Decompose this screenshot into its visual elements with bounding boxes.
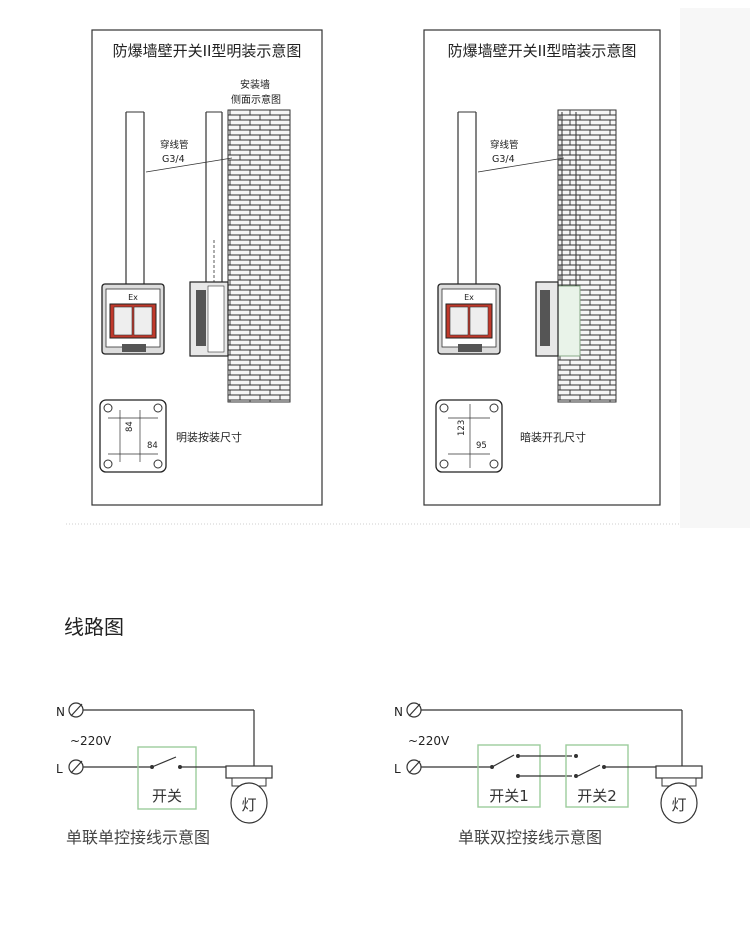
install-panel-concealed: 防爆墙壁开关II型暗装示意图 穿线管 G3/4 Ex — [423, 29, 661, 506]
switch-box — [137, 746, 197, 810]
install-surface-caption: 明装按装尺寸 — [176, 430, 242, 444]
lamp-label: 灯 — [241, 796, 256, 814]
ex-mark: Ex — [128, 293, 138, 302]
conduit-embedded — [561, 112, 577, 286]
switch2-label: 开关2 — [577, 787, 617, 805]
dim-a: 84 — [125, 421, 135, 432]
recess-cutout — [557, 285, 581, 357]
install-surface-title: 防爆墙壁开关II型明装示意图 — [113, 42, 302, 60]
switch-box-side — [189, 281, 229, 357]
lamp-label: 灯 — [671, 796, 686, 814]
wall-label-line1: 安装墙 — [240, 78, 270, 91]
wiring-double-control: N ~220V L 开关1 开关2 灯 单联 — [394, 702, 703, 847]
install-panel-surface: 防爆墙壁开关II型明装示意图 安装墙 侧面示意图 穿线管 G3/4 — [91, 29, 323, 506]
cutout-dimension-drawing — [435, 399, 503, 473]
pipe-label-line2: G3/4 — [492, 154, 515, 165]
switch-contact — [151, 756, 177, 768]
wiring-section-title: 线路图 — [64, 615, 124, 639]
voltage-label: ~220V — [408, 734, 450, 748]
brick-wall — [557, 109, 617, 403]
switch1-label: 开关1 — [489, 787, 529, 805]
wall-label-line2: 侧面示意图 — [231, 93, 281, 106]
dim-b: 95 — [476, 441, 487, 451]
brick-wall — [227, 109, 291, 403]
n-terminal-label: N — [56, 705, 65, 719]
switch2-box — [565, 744, 629, 808]
lamp-icon — [225, 765, 273, 824]
install-concealed-caption: 暗装开孔尺寸 — [520, 430, 586, 444]
conduit-right — [205, 111, 223, 282]
double-control-caption: 单联双控接线示意图 — [458, 828, 602, 847]
pipe-label-line1: 穿线管 — [490, 139, 519, 151]
n-terminal-label: N — [394, 705, 403, 719]
l-terminal-label: L — [56, 762, 63, 776]
pipe-label-line2: G3/4 — [162, 154, 185, 165]
switch-label: 开关 — [152, 787, 182, 805]
dim-b: 84 — [147, 441, 158, 451]
conduit-left — [457, 111, 477, 285]
l-terminal-label: L — [394, 762, 401, 776]
single-control-caption: 单联单控接线示意图 — [66, 828, 210, 847]
switch-box-front: Ex — [437, 283, 501, 355]
install-concealed-title: 防爆墙壁开关II型暗装示意图 — [448, 42, 637, 60]
switch2-contact — [577, 764, 601, 777]
wiring-single-control: N ~220V L 开关 灯 单联单控接线示意图 — [56, 702, 273, 847]
conduit-left — [125, 111, 145, 285]
pipe-label-line1: 穿线管 — [160, 139, 189, 151]
switch-box-side — [535, 281, 559, 357]
voltage-label: ~220V — [70, 734, 112, 748]
ex-mark: Ex — [464, 293, 474, 302]
switch-box-front: Ex — [101, 283, 165, 355]
switch1-contact — [491, 754, 515, 768]
side-strip — [680, 8, 750, 528]
mounting-dimension-drawing — [99, 399, 167, 473]
dim-a: 123 — [457, 420, 467, 436]
lamp-icon — [655, 765, 703, 824]
